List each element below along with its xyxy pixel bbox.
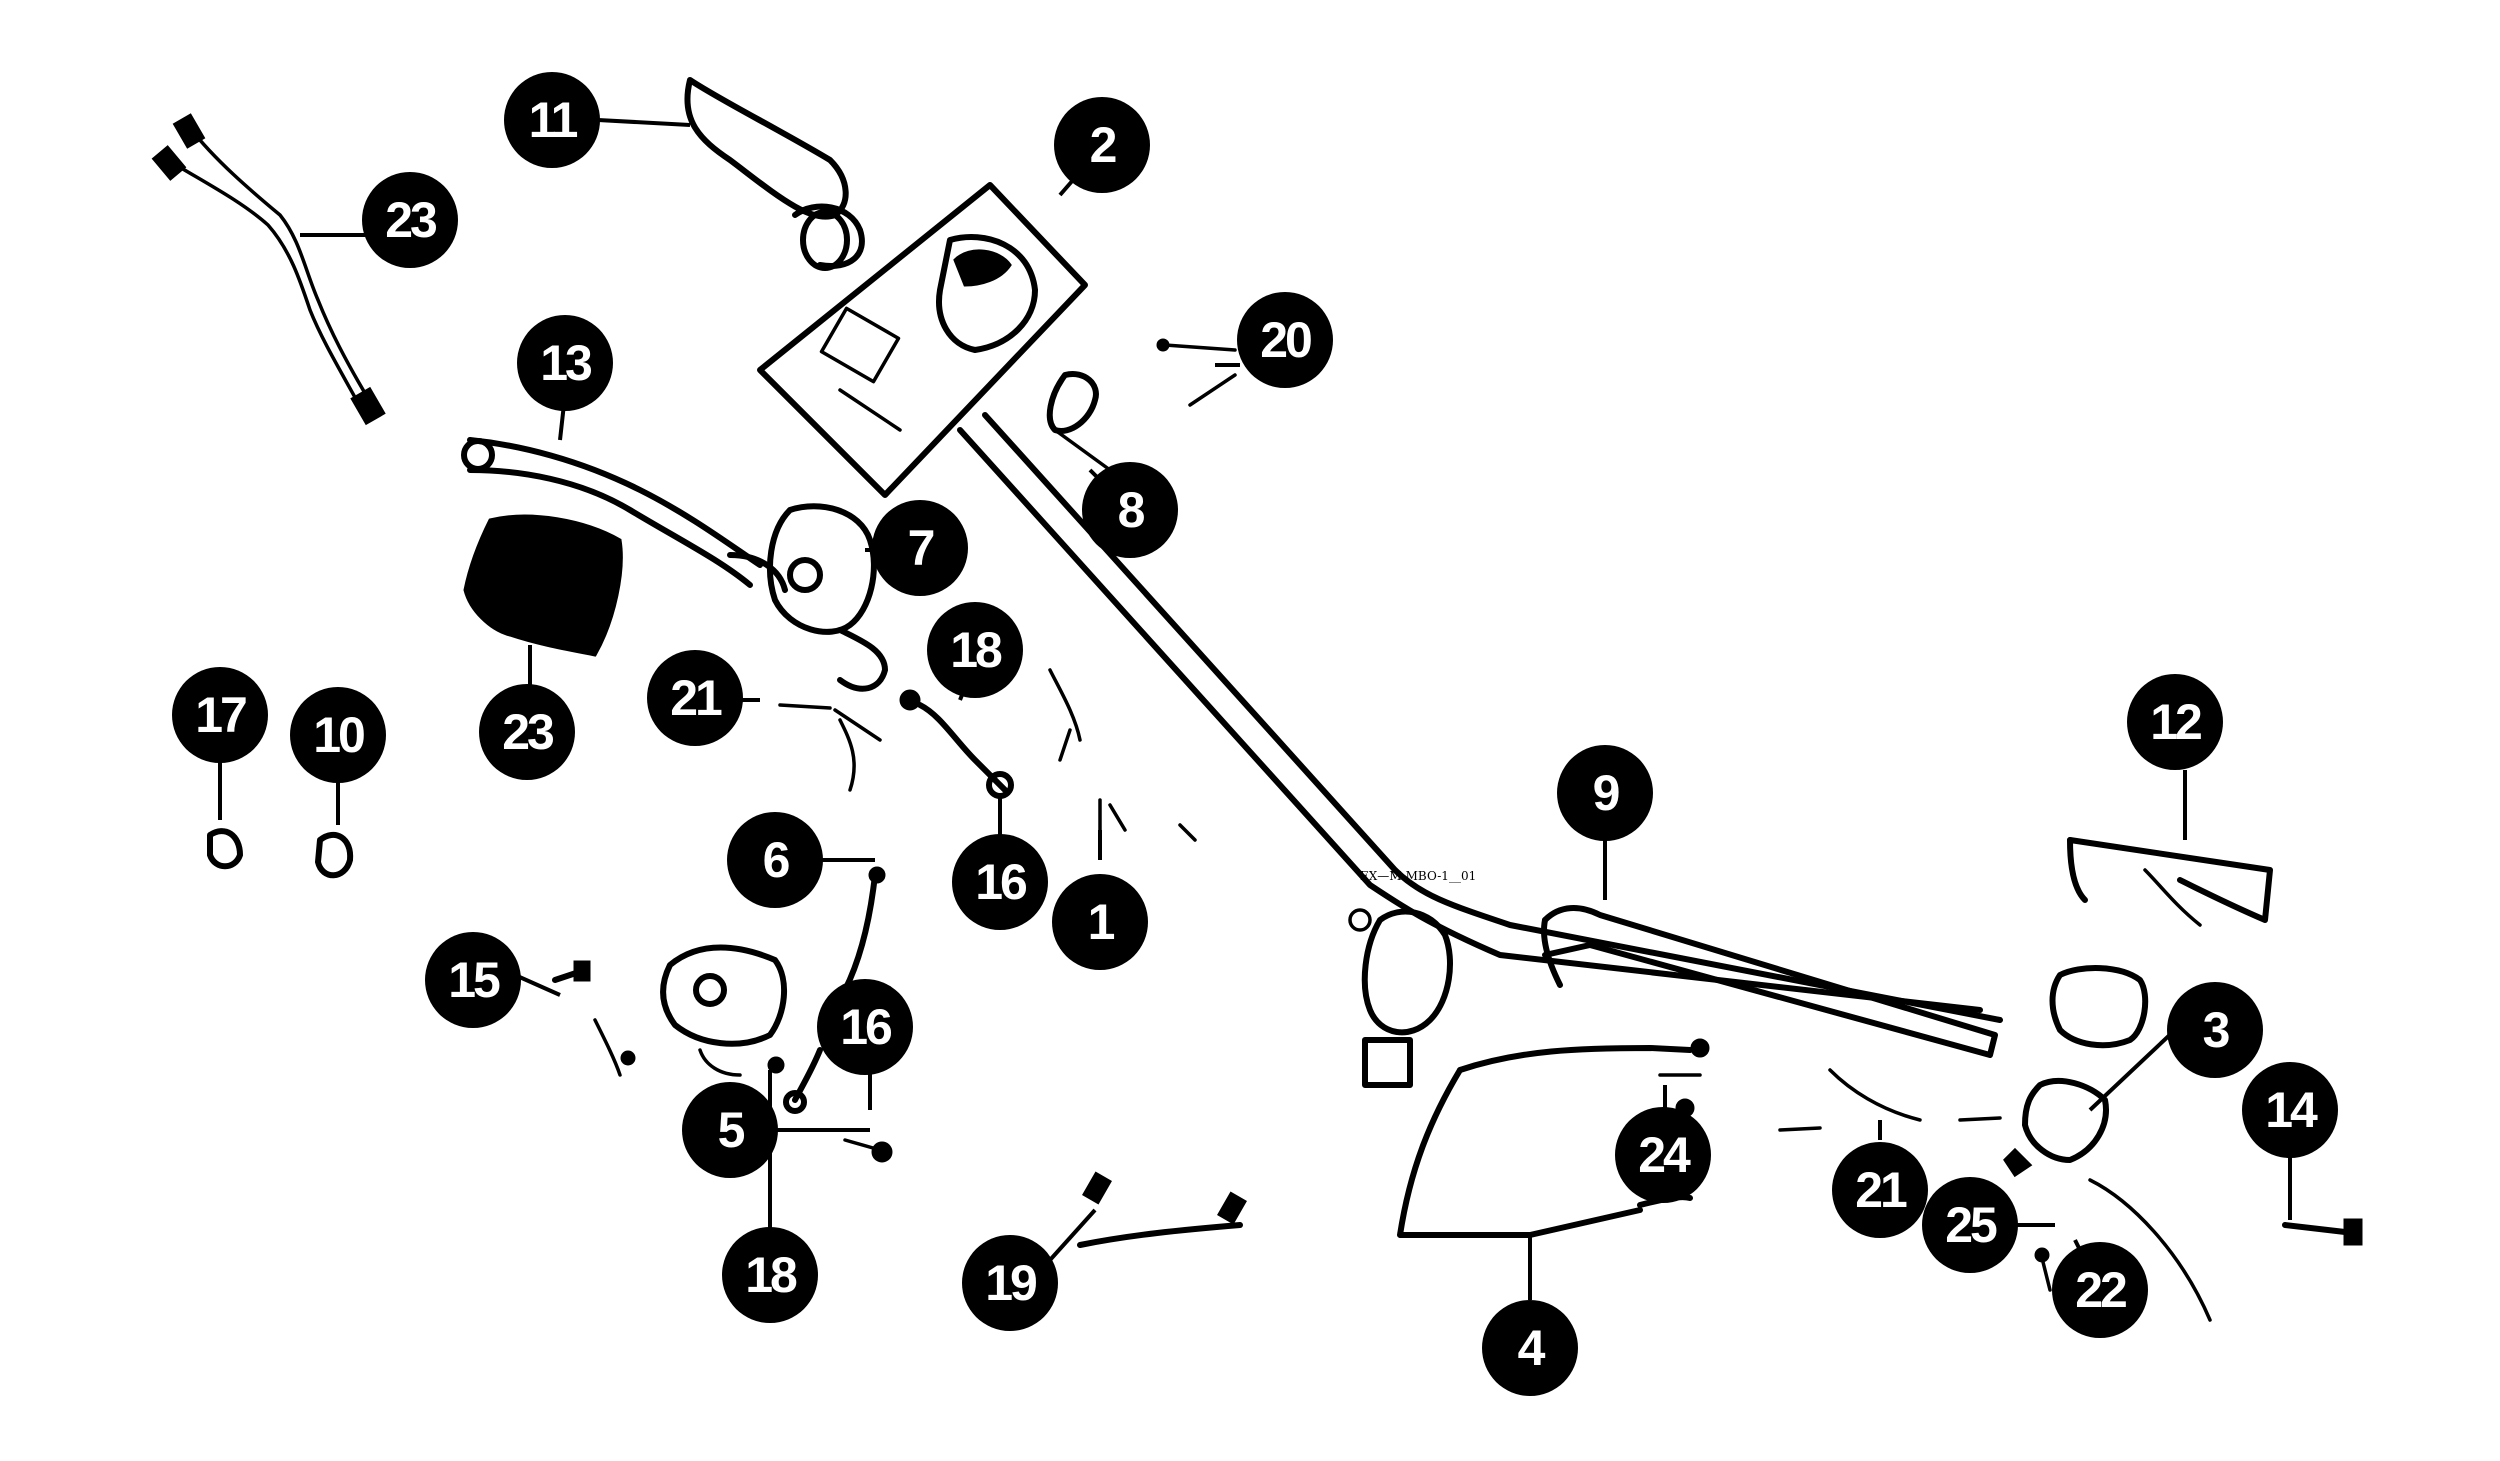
part-5-caliper [660,944,893,1163]
part-3-right-switch [2003,965,2149,1178]
callout-18-lower-label: 18 [745,1247,797,1303]
callout-3: 3 [2167,982,2263,1078]
callout-17: 17 [172,667,268,763]
callout-13-label: 13 [540,335,591,391]
callout-7: 7 [872,500,968,596]
callout-24-label: 24 [1638,1127,1691,1183]
callout-17-label: 17 [195,687,246,743]
callout-18-upper: 18 [927,602,1023,698]
callout-3-label: 3 [2203,1002,2229,1058]
callout-12-label: 12 [2150,694,2201,750]
callout-20-label: 20 [1260,312,1311,368]
callout-18-upper-label: 18 [950,622,1002,678]
callouts: 11 2 23 20 13 8 7 18 [172,72,2338,1396]
callout-18-lower: 18 [722,1227,818,1323]
part-10-grommet [315,831,354,879]
callout-24: 24 [1615,1107,1711,1203]
callout-1-label: 1 [1088,894,1115,950]
part-21-wire-right [1778,1068,2002,1132]
part-21-wire-left [778,703,882,792]
callout-21-left-label: 21 [670,670,722,726]
callout-16-lower: 16 [817,979,913,1075]
callout-19-label: 19 [985,1255,1036,1311]
callout-11-label: 11 [529,92,578,148]
callout-10-label: 10 [313,707,364,763]
callout-2-label: 2 [1090,117,1116,173]
callout-16-upper-label: 16 [975,854,1026,910]
callout-5: 5 [682,1082,778,1178]
callout-23-lower: 23 [479,684,575,780]
callout-4-label: 4 [1518,1320,1546,1376]
callout-16-lower-label: 16 [840,999,891,1055]
callout-10: 10 [290,687,386,783]
callout-14: 14 [2242,1062,2338,1158]
callout-20: 20 [1237,292,1333,388]
part-1-bolt [1098,798,1197,842]
reference-code: EX—M-MBO-1__01 [1360,869,1476,883]
callout-8-label: 8 [1118,482,1145,538]
part-2-switch-box [757,182,1088,498]
callout-21-left: 21 [647,650,743,746]
callout-25-label: 25 [1945,1197,1997,1253]
callout-8: 8 [1082,462,1178,558]
part-23-switch-housing [463,514,623,657]
part-22-wire [2034,1178,2212,1322]
callout-4: 4 [1482,1300,1578,1396]
callout-9-label: 9 [1593,765,1619,821]
callout-14-label: 14 [2265,1082,2318,1138]
throttle-housing [1348,908,1453,1088]
callout-22-label: 22 [2075,1262,2126,1318]
part-11-left-grip [684,77,865,271]
callout-23-upper-label: 23 [385,192,436,248]
part-16-cable-lower [783,866,886,1114]
callout-6: 6 [727,812,823,908]
callout-21-right-label: 21 [1855,1162,1907,1218]
callout-1: 1 [1052,874,1148,970]
callout-9: 9 [1557,745,1653,841]
callout-23-upper: 23 [362,172,458,268]
part-7-master-cylinder [727,503,888,692]
callout-11: 11 [504,72,600,168]
callout-13: 13 [517,315,613,411]
part-20-screw [1156,338,1237,407]
callout-25: 25 [1922,1177,2018,1273]
callout-16-upper: 16 [952,834,1048,930]
part-8-bracket [1046,371,1112,472]
part-15-screw [552,960,636,1077]
part-19-cable [1077,1171,1247,1248]
callout-12: 12 [2127,674,2223,770]
part-17-nut [207,828,243,870]
callout-6-label: 6 [763,832,789,888]
part-23-wire-harness [151,113,386,426]
callout-21-right: 21 [1832,1142,1928,1238]
part-13-lever [461,437,763,588]
callout-2: 2 [1054,97,1150,193]
part-14-bolt [2282,1218,2363,1246]
callout-7-label: 7 [908,520,934,576]
callout-15: 15 [425,932,521,1028]
callout-19: 19 [962,1235,1058,1331]
callout-22: 22 [2052,1242,2148,1338]
callout-15-label: 15 [448,952,500,1008]
part-12-right-grip [2067,837,2273,927]
parts-artwork: EX—M-MBO-1__01 [151,77,2363,1322]
callout-5-label: 5 [718,1102,745,1158]
callout-23-lower-label: 23 [502,704,553,760]
